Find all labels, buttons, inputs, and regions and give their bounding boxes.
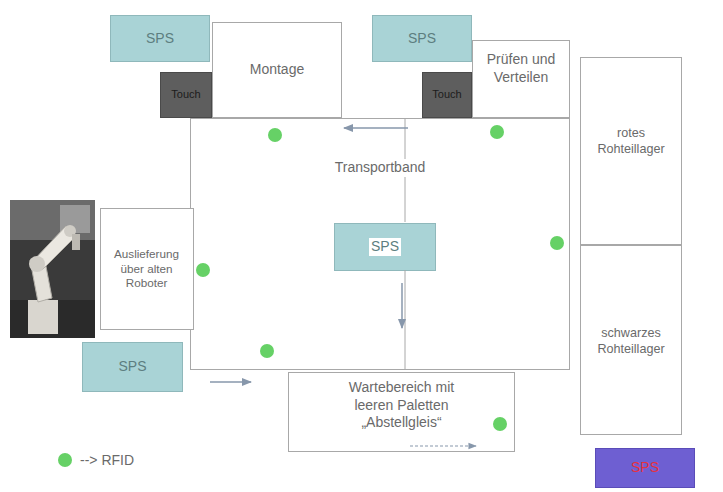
conveyor-area: TransportbandSPS	[190, 118, 570, 370]
flow-arrow	[410, 445, 476, 446]
flow-arrow	[344, 127, 408, 129]
station-box: Auslieferung über alten Roboter	[100, 208, 194, 330]
node-label: schwarzes Rohteillager	[585, 326, 677, 357]
robot-joint	[29, 256, 45, 272]
photo-floor	[10, 300, 95, 338]
touch-panel: Touch	[422, 72, 472, 118]
legend: --> RFID	[58, 452, 134, 468]
storage-box: rotes Rohteillager	[580, 57, 682, 245]
rfid-dots	[196, 125, 564, 431]
rfid-dot	[260, 344, 274, 358]
rfid-dot	[196, 263, 210, 277]
robot-base	[28, 300, 58, 334]
legend-item: --> RFID	[58, 452, 134, 468]
photo-window	[10, 200, 95, 240]
node-label: SPS	[146, 30, 174, 48]
legend-label: --> RFID	[80, 452, 134, 468]
station-box: Prüfen und Verteilen	[472, 40, 570, 118]
node-label: Wartebereich mit leeren Paletten „Abstel…	[337, 379, 467, 432]
belt-divider	[405, 270, 406, 369]
plc-box: SPS	[110, 15, 210, 62]
node-label: Auslieferung über alten Roboter	[105, 247, 189, 291]
node-label: SPS	[408, 30, 436, 48]
node-label: Prüfen und Verteilen	[478, 51, 564, 86]
station-box: Montage	[212, 22, 342, 118]
rfid-dot	[490, 125, 504, 139]
flow-arrow	[210, 381, 251, 383]
node-label: Touch	[171, 88, 200, 102]
node-label: Montage	[250, 61, 304, 79]
node-label: SPS	[369, 238, 401, 256]
robot-photo	[10, 200, 95, 338]
node-label: SPS	[118, 358, 146, 376]
plc-box: SPS	[595, 448, 695, 488]
belt-divider	[405, 119, 406, 222]
touch-panel: Touch	[160, 72, 212, 118]
robot-gripper	[72, 234, 80, 250]
plc-box: SPS	[82, 342, 183, 392]
node-label: SPS	[631, 459, 659, 477]
node-label: rotes Rohteillager	[585, 126, 677, 157]
rfid-dot	[550, 236, 564, 250]
storage-box: schwarzes Rohteillager	[580, 245, 682, 435]
node-label: Touch	[432, 88, 461, 102]
photo-background	[10, 200, 95, 338]
legend-swatch	[58, 453, 72, 467]
plc-box: SPS	[372, 15, 472, 62]
node-label: Transportband	[333, 159, 428, 177]
rfid-dot	[493, 417, 507, 431]
plc-box: SPS	[334, 223, 436, 271]
flow-arrow	[401, 283, 403, 328]
rfid-dot	[268, 128, 282, 142]
waiting-area: Wartebereich mit leeren Paletten „Abstel…	[288, 372, 515, 452]
